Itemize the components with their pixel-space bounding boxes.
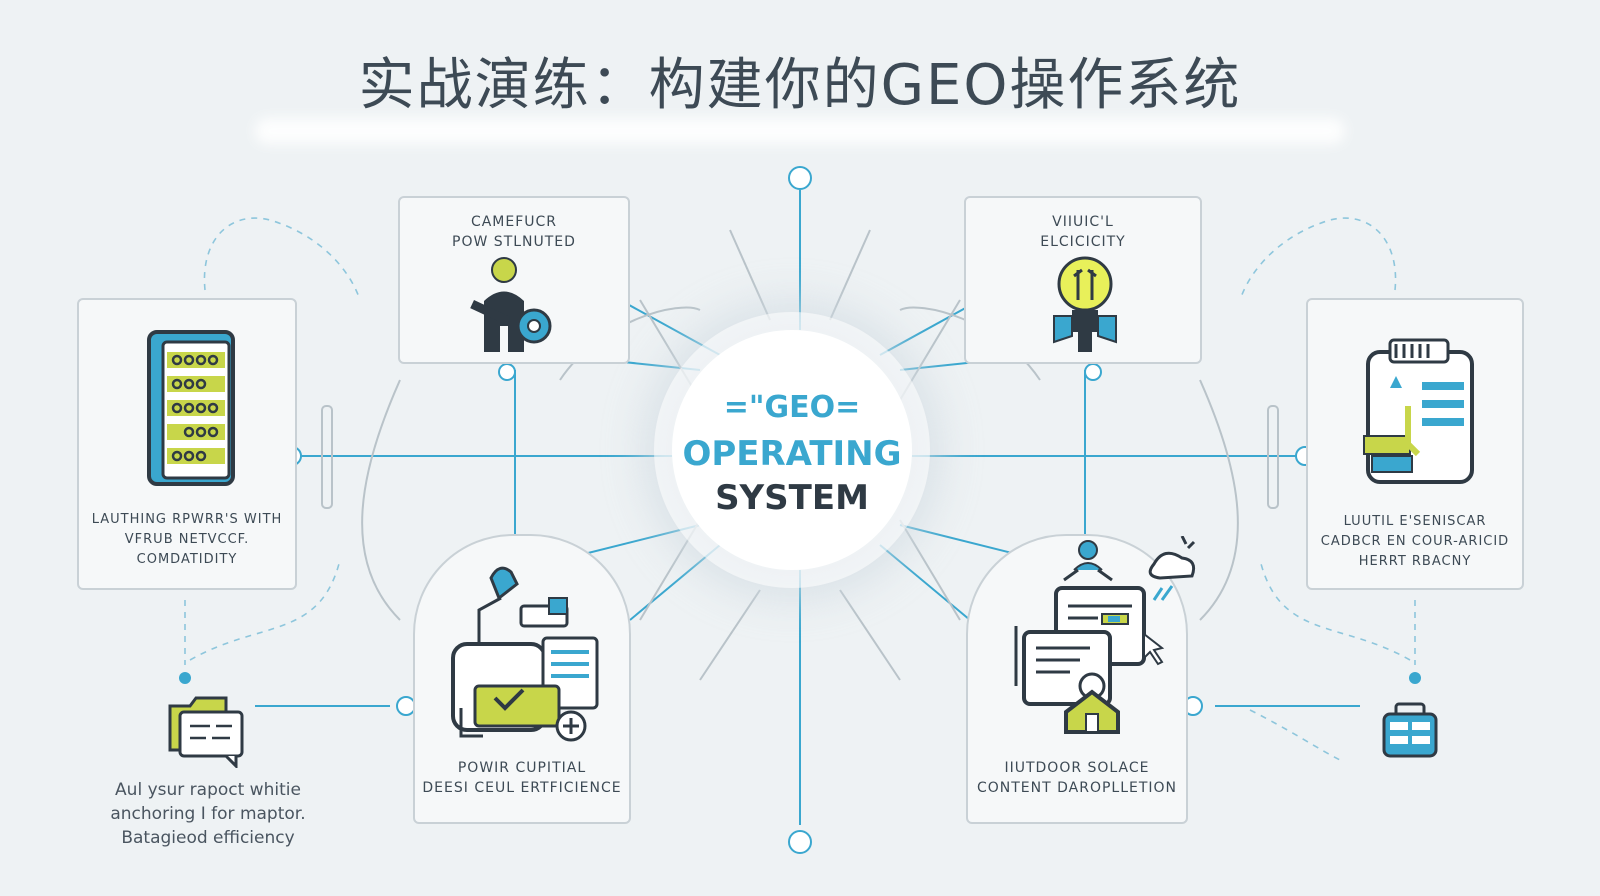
hub-line-1: ="GEO=: [723, 390, 861, 425]
card-left-caption: LAUTHING RPWRR'S WITH VFRUB NETVCCF. COM…: [79, 510, 295, 570]
hub-line-3: SYSTEM: [715, 478, 869, 518]
caption-line: CONTENT DAROPLLETION: [976, 780, 1178, 796]
card-left: LAUTHING RPWRR'S WITH VFRUB NETVCCF. COM…: [77, 298, 297, 590]
caption-line: ELCICICITY: [1040, 234, 1126, 250]
caption-line: POWIR CUPITIAL: [457, 760, 587, 776]
caption-line: LUUTIL E'SENISCAR: [1343, 514, 1487, 529]
geo-operating-system-hub: ="GEO= OPERATING SYSTEM: [672, 330, 912, 570]
content-house-icon: [1014, 536, 1196, 734]
card-bottom-right-caption: IIUTDOOR SOLACE CONTENT DAROPLLETION: [968, 758, 1186, 798]
briefcase-icon: [1382, 702, 1438, 758]
note-line: Aul ysur rapoct whitie: [115, 780, 301, 800]
worker-gear-icon: [470, 257, 552, 352]
caption-line: IIUTDOOR SOLACE: [1004, 760, 1150, 776]
caption-line: HERRT RBACNY: [1358, 554, 1472, 569]
hub-line-2: OPERATING: [682, 434, 902, 474]
caption-line: POW STLNUTED: [452, 234, 576, 250]
workflow-documents-icon: [451, 566, 599, 742]
lightbulb-icon: [1053, 256, 1117, 352]
note-line: Batagieod efficiency: [121, 828, 295, 848]
card-top-left-caption: CAMEFUCR POW STLNUTED: [400, 212, 628, 252]
folder-chat-icon: [168, 696, 244, 768]
card-top-right: VIIUIC'L ELCICICITY: [964, 196, 1202, 364]
clipboard-document-icon: [1363, 338, 1474, 484]
caption-line: COMDATIDITY: [136, 552, 238, 567]
page-title: 实战演练：构建你的GEO操作系统: [358, 53, 1242, 118]
card-top-right-caption: VIIUIC'L ELCICICITY: [966, 212, 1200, 252]
card-bottom-left: POWIR CUPITIAL DEESI CEUL ERTFICIENCE: [413, 534, 631, 824]
caption-line: CAMEFUCR: [470, 214, 558, 230]
card-bottom-left-caption: POWIR CUPITIAL DEESI CEUL ERTFICIENCE: [415, 758, 629, 798]
server-rack-icon: [147, 330, 235, 486]
bottom-left-note: Aul ysur rapoct whitie anchoring I for m…: [88, 778, 328, 850]
note-line: anchoring I for maptor.: [110, 804, 306, 824]
caption-line: DEESI CEUL ERTFICIENCE: [422, 780, 622, 796]
caption-line: VFRUB NETVCCF.: [124, 532, 250, 547]
caption-line: VIIUIC'L: [1052, 214, 1114, 230]
caption-line: LAUTHING RPWRR'S WITH: [91, 512, 283, 527]
card-right: LUUTIL E'SENISCAR CADBCR EN COUR-ARICID …: [1306, 298, 1524, 590]
card-right-caption: LUUTIL E'SENISCAR CADBCR EN COUR-ARICID …: [1308, 512, 1522, 572]
card-top-left: CAMEFUCR POW STLNUTED: [398, 196, 630, 364]
caption-line: CADBCR EN COUR-ARICID: [1320, 534, 1510, 549]
card-bottom-right: IIUTDOOR SOLACE CONTENT DAROPLLETION: [966, 534, 1196, 824]
title-underline-glow: [255, 118, 1345, 144]
